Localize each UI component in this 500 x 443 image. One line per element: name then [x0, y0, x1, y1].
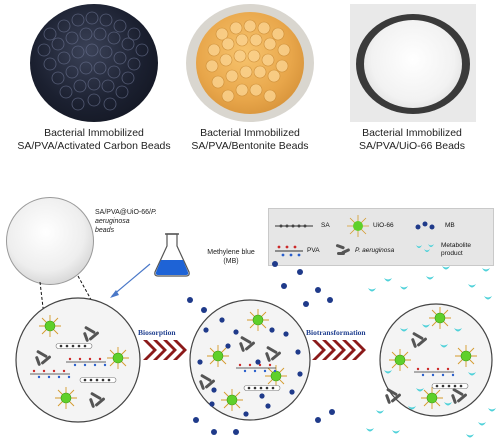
uio66-beads-photo: [350, 4, 476, 122]
caption-line: SA/PVA/Bentonite Beads: [191, 140, 309, 152]
beads-label-organism: P. aeruginosa: [95, 209, 157, 225]
sa-chain-icon: [275, 224, 313, 228]
caption-line: Bacterial Immobilized: [362, 127, 462, 139]
beads-label-suffix: beads: [95, 227, 115, 234]
bentonite-beads-photo: [186, 4, 314, 122]
legend-bacteria: P. aeruginosa: [355, 247, 395, 254]
biosorption-arrow: [143, 340, 187, 360]
legend-uio66: UiO-66: [373, 222, 394, 229]
dark-beads-texture: [37, 11, 149, 111]
activated-carbon-beads-photo: [30, 4, 158, 122]
bead-stage-3: [366, 266, 496, 438]
caption-activated-carbon: Bacterial Immobilized SA/PVA/Activated C…: [14, 127, 174, 153]
amber-beads-texture: [205, 19, 291, 103]
legend-sa: SA: [321, 222, 330, 229]
legend-metabolite-line: product: [441, 250, 463, 257]
legend-pva: PVA: [307, 247, 320, 254]
pointer-line: [39, 281, 45, 317]
beads-label-prefix: SA/PVA@UiO-66/: [95, 209, 151, 216]
legend-mb: MB: [445, 222, 455, 229]
legend-metabolite: Metabolite product: [441, 242, 471, 258]
pva-chain-icon: [275, 245, 303, 257]
bead-stage-1: [15, 297, 141, 423]
biotransformation-arrow: [312, 340, 366, 360]
flask-icon: [154, 233, 190, 277]
beads-label: SA/PVA@UiO-66/P. aeruginosa beads: [95, 208, 185, 235]
biosorption-label: Biosorption: [138, 328, 176, 337]
caption-uio66: Bacterial Immobilized SA/PVA/UiO-66 Bead…: [332, 127, 492, 153]
legend-metabolite-line: Metabolite: [441, 242, 471, 249]
uio66-icon: [347, 215, 369, 237]
mb-label-line: Methylene blue: [207, 249, 255, 256]
mb-label-line: (MB): [223, 258, 239, 265]
mb-dots-icon: [415, 221, 435, 230]
caption-bentonite: Bacterial Immobilized SA/PVA/Bentonite B…: [170, 127, 330, 153]
legend-box: SA UiO-66 MB PVA P. aeruginosa Metabolit…: [268, 208, 494, 266]
bead-stage-2: [187, 261, 335, 435]
white-beads-photo: [6, 197, 94, 285]
metabolite-icon: [416, 244, 434, 252]
pointer-line: [77, 275, 101, 317]
mb-label: Methylene blue (MB): [196, 248, 266, 266]
caption-line: SA/PVA/Activated Carbon Beads: [17, 140, 171, 152]
caption-line: Bacterial Immobilized: [44, 127, 144, 139]
biotransformation-label: Biotransformation: [306, 328, 366, 337]
caption-line: SA/PVA/UiO-66 Beads: [358, 140, 466, 152]
caption-line: Bacterial Immobilized: [200, 127, 300, 139]
mb-arrow: [111, 263, 151, 297]
bacteria-icon: [335, 244, 350, 255]
